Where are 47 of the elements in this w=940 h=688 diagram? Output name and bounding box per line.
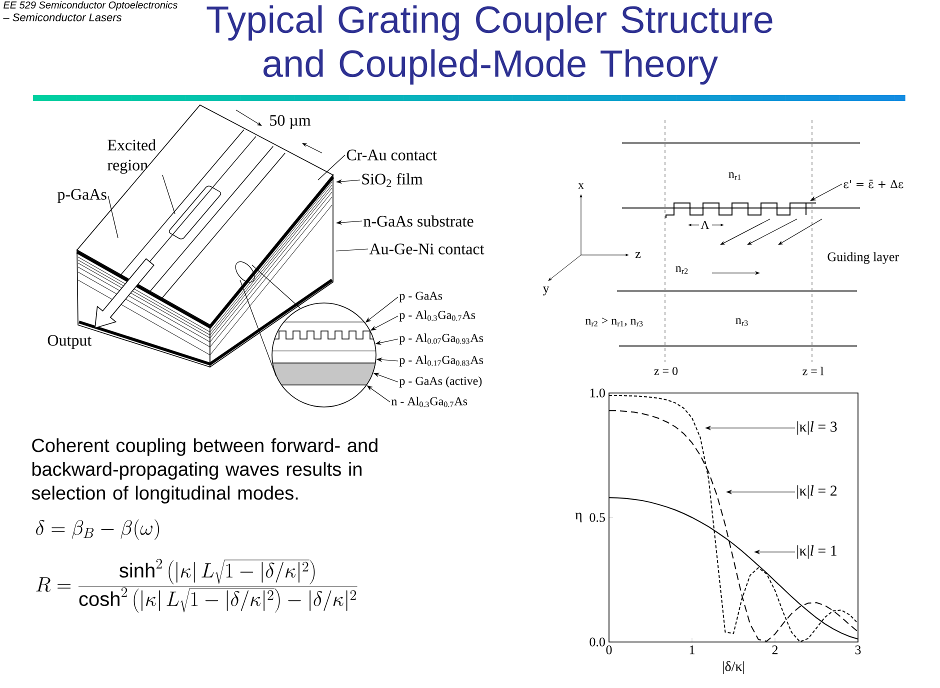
layer-label: p - Al$_{0.3}$Ga$_{0.7}$As bbox=[399, 310, 476, 322]
leader-line bbox=[162, 174, 176, 214]
curve-label: |κ|l = 2 bbox=[797, 485, 837, 499]
section-header: – Semiconductor Lasers bbox=[3, 13, 122, 22]
x-tick-label: 2 bbox=[772, 646, 778, 654]
x-axis-title: |δ/κ| bbox=[722, 661, 744, 674]
axis-label: z bbox=[635, 252, 641, 258]
formula: $R = \frac{\sinh^{2}\left(|\kappa|\, L\sqrt{1-|\delta/\kappa|^{2}}\right)}{\cosh^{2}\left(|\kappa|\, L\sqrt{1-|\delta/\kappa|^{2}}\right)-|\delta/\kappa|^{2}}$ bbox=[36, 558, 358, 613]
leader-line bbox=[336, 248, 368, 252]
layer-label: p - Al$_{0.17}$Ga$_{0.83}$As bbox=[399, 356, 484, 366]
x-tick-label: 0 bbox=[606, 646, 612, 654]
slide-title: Typical Grating Coupler Structure and Coupled-Mode Theory bbox=[206, 5, 772, 85]
curve-label: |κ|l = 3 bbox=[797, 421, 837, 435]
callout-label: Excited region bbox=[108, 139, 156, 174]
course-header: EE 529 Semiconductor Optoelectronics bbox=[4, 1, 178, 11]
layer-label: p - Al$_{0.07}$Ga$_{0.93}$As bbox=[399, 334, 484, 344]
dimension-label: 50 µm bbox=[270, 114, 311, 130]
position-label: z = 0 bbox=[654, 366, 678, 376]
formula: $\delta = \beta_{B} - \beta(\omega)$ bbox=[36, 519, 159, 540]
callout-label: Au-Ge-Ni contact bbox=[369, 244, 484, 254]
callout-label: SiO$_{2}$ film bbox=[362, 173, 423, 187]
curve-label: |κ|l = 1 bbox=[797, 545, 836, 559]
x-tick-label: 1 bbox=[690, 646, 694, 654]
leader-line bbox=[318, 154, 346, 180]
layer-label: p - GaAs (active) bbox=[399, 376, 482, 388]
inset-circle bbox=[272, 302, 376, 408]
axis-label: y bbox=[542, 286, 550, 296]
y-axis-title: η bbox=[575, 512, 582, 522]
y-tick-label: 0.5 bbox=[590, 513, 605, 522]
callout-label: Cr-Au contact bbox=[346, 150, 437, 160]
leader-line bbox=[108, 196, 118, 238]
layer-label: n - Al$_{0.3}$Ga$_{0.7}$As bbox=[392, 396, 468, 408]
index-condition-label: n$_{r2}$ > n$_{r1}$, n$_{r3}$ bbox=[585, 318, 643, 326]
callout-label: p-GaAs bbox=[57, 189, 106, 203]
refractive-index-label: n$_{r2}$ bbox=[676, 266, 688, 274]
callout-label: n-GaAs substrate bbox=[364, 215, 474, 227]
leader-line bbox=[810, 184, 842, 201]
y-tick-label: 0.0 bbox=[590, 638, 605, 646]
grating-drawing bbox=[666, 202, 816, 218]
layer-label: Guiding layer bbox=[828, 252, 899, 264]
x-tick-label: 3 bbox=[855, 646, 861, 654]
axis-label: x bbox=[578, 183, 584, 189]
y-tick-label: 1.0 bbox=[590, 388, 605, 398]
layer-label: p - GaAs bbox=[399, 292, 442, 302]
refractive-index-label: n$_{r3}$ bbox=[736, 318, 748, 326]
position-label: z = l bbox=[802, 366, 824, 376]
permittivity-label: ε' = ε̄ + Δε bbox=[844, 180, 904, 188]
